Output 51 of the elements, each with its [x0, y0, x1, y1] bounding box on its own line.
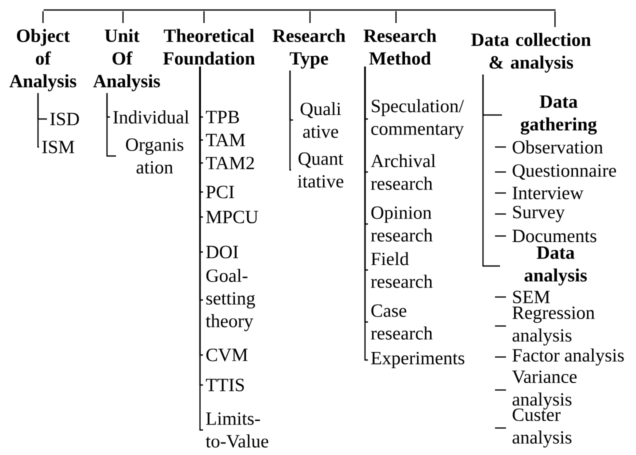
list-item: TAM	[206, 134, 246, 146]
list-item: Factor analysis	[512, 348, 624, 366]
list-item: TTIS	[206, 378, 244, 392]
list-item: TAM2	[206, 156, 254, 170]
list-item: DOI	[206, 246, 238, 258]
connector-line	[482, 74, 500, 267]
list-item: Variance analysis	[512, 370, 577, 410]
connector-line	[554, 11, 556, 27]
column-heading: Data collection & analysis	[471, 32, 591, 73]
list-item: Quant itative	[298, 152, 344, 188]
list-item: Speculation/ commentary	[371, 99, 464, 139]
list-item: Opinion research	[370, 206, 433, 242]
connector-line	[203, 11, 205, 23]
list-item: PCI	[206, 186, 234, 198]
list-item: Questionnaire	[512, 164, 616, 180]
list-item: Custer analysis	[512, 408, 572, 448]
subheading: Data analysis	[524, 246, 587, 286]
connector-line	[364, 66, 368, 361]
connector-line	[395, 11, 397, 23]
connector-line	[37, 93, 40, 148]
list-item: Case research	[370, 304, 433, 340]
list-item: Field research	[370, 252, 433, 288]
list-item: Individual	[113, 110, 189, 124]
list-item: Archival research	[370, 154, 436, 190]
list-item: Interview	[512, 186, 584, 200]
column-heading: Unit Of Analysis	[93, 28, 160, 92]
list-item: Limits- to-Value	[206, 412, 268, 448]
list-item: Experiments	[371, 352, 464, 368]
connector-line	[42, 11, 44, 23]
list-item: Documents	[512, 230, 596, 242]
list-item: CVM	[206, 348, 248, 362]
list-item: TPB	[206, 110, 239, 124]
list-item: Survey	[513, 206, 565, 222]
connector-line	[289, 70, 292, 171]
list-item: SEM	[513, 290, 550, 304]
connector-line	[122, 11, 124, 23]
list-item: ISM	[42, 140, 74, 154]
list-item: Organis ation	[126, 138, 184, 174]
column-heading: Research Method	[364, 28, 436, 65]
connector-line	[309, 11, 311, 23]
column-heading: Object of Analysis	[9, 28, 76, 92]
list-item: Goal- setting theory	[206, 268, 256, 332]
subheading: Data gathering	[520, 96, 597, 134]
list-item: Quali ative	[300, 102, 341, 138]
list-item: Regression analysis	[512, 306, 595, 346]
connector-line	[106, 93, 116, 157]
list-item: MPCU	[206, 210, 258, 224]
list-item: Observation	[512, 140, 603, 154]
list-item: ISD	[50, 112, 79, 126]
column-heading: Theoretical Foundation	[163, 28, 255, 65]
column-heading: Research Type	[272, 28, 346, 69]
